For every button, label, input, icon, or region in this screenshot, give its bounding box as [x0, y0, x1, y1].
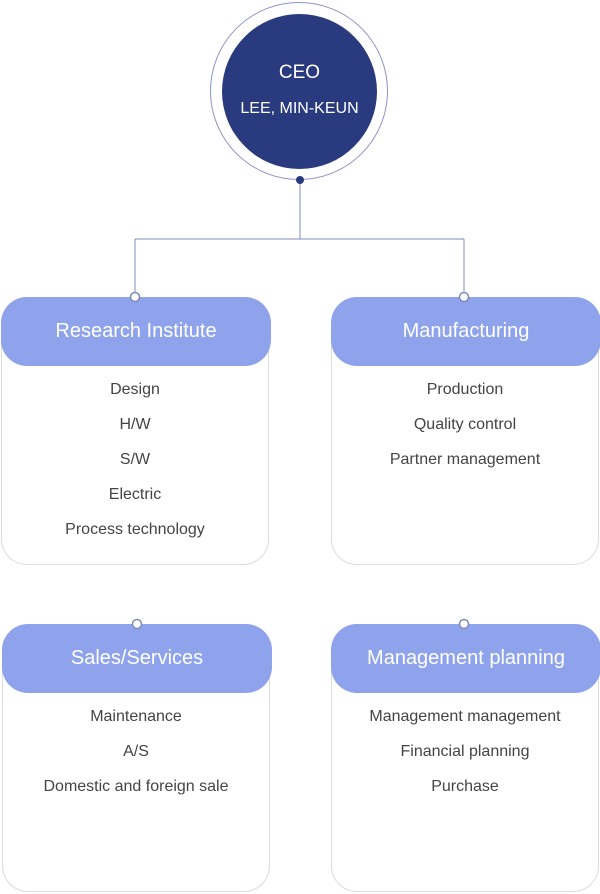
department-item: Domestic and foreign sale — [43, 778, 229, 795]
ceo-dot — [296, 176, 304, 184]
manufacturing-dot — [458, 291, 470, 303]
department-items: Management management Financial planning… — [332, 707, 598, 812]
department-sales-services: Sales/Services Maintenance A/S Domestic … — [2, 624, 272, 892]
department-items: Production Quality control Partner manag… — [332, 380, 598, 485]
ceo-node: CEO LEE, MIN-KEUN — [222, 14, 377, 169]
department-item: Financial planning — [400, 743, 530, 760]
department-items: Maintenance A/S Domestic and foreign sal… — [3, 707, 269, 812]
department-title: Sales/Services — [2, 624, 272, 693]
department-item: Electric — [108, 486, 162, 503]
research-institute-dot — [129, 291, 141, 303]
department-item: H/W — [119, 416, 151, 433]
department-item: Design — [110, 381, 160, 398]
department-item: Production — [426, 381, 504, 398]
department-manufacturing: Manufacturing Production Quality control… — [331, 297, 600, 565]
department-item: Maintenance — [90, 708, 182, 725]
department-item: Process technology — [65, 521, 205, 538]
department-research-institute: Research Institute Design H/W S/W Electr… — [1, 297, 271, 565]
ceo-name: LEE, MIN-KEUN — [240, 100, 359, 117]
department-item: Purchase — [431, 778, 499, 795]
sales-services-dot — [131, 618, 143, 630]
department-title: Management planning — [331, 624, 600, 693]
department-title: Manufacturing — [331, 297, 600, 366]
ceo-title: CEO — [278, 62, 321, 83]
management-planning-dot — [458, 618, 470, 630]
department-title: Research Institute — [1, 297, 271, 366]
department-item: Management management — [369, 708, 561, 725]
department-item: A/S — [123, 743, 149, 760]
department-items: Design H/W S/W Electric Process technolo… — [2, 380, 268, 555]
department-management-planning: Management planning Management managemen… — [331, 624, 600, 892]
department-item: Partner management — [389, 451, 541, 468]
department-item: Quality control — [413, 416, 517, 433]
department-item: S/W — [119, 451, 151, 468]
